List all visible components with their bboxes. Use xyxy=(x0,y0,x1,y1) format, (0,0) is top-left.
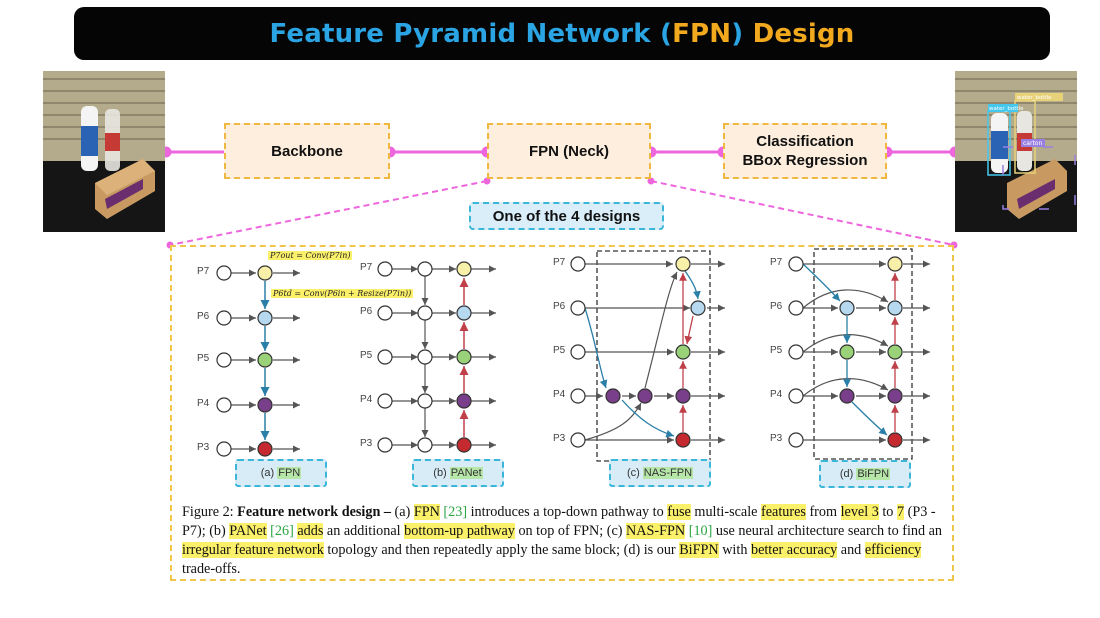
level-label-p3-c: P3 xyxy=(553,433,566,444)
caption-s10: with xyxy=(722,542,748,558)
level-label-p5-a: P5 xyxy=(197,353,210,364)
level-label-p6-b: P6 xyxy=(360,306,373,317)
neck-label: FPN (Neck) xyxy=(528,142,610,160)
caption-nasfpn: NAS-FPN xyxy=(626,523,686,539)
caption-figure: Figure 2: xyxy=(182,504,234,520)
caption-irregular: irregular feature network xyxy=(182,542,324,558)
head-box: Classification BBox Regression xyxy=(723,123,887,179)
level-label-p6-a: P6 xyxy=(197,311,210,322)
caption-seven: 7 xyxy=(896,504,905,520)
caption-fuse: fuse xyxy=(667,504,691,520)
caption-s12: trade-offs. xyxy=(182,561,241,577)
caption-bottomup: bottom-up pathway xyxy=(404,523,515,539)
level-label-p7-c: P7 xyxy=(553,257,566,268)
head-label-line1: Classification xyxy=(756,133,854,150)
page-title: Feature Pyramid Network (FPN) Design xyxy=(269,18,855,49)
caption-ref26: [26] xyxy=(270,523,294,539)
subfig-tag-bifpn: (d)BiFPN xyxy=(819,460,911,488)
input-image xyxy=(43,71,165,232)
detection-label-2: water_bottle xyxy=(1017,95,1052,101)
detection-label-1: water_bottle xyxy=(989,106,1024,112)
caption-s8: use neural architecture search to find a… xyxy=(715,523,943,539)
caption-s1: (a) xyxy=(394,504,411,520)
caption-s6: an additional xyxy=(326,523,401,539)
caption-s5: to xyxy=(882,504,894,520)
input-photo-illustration xyxy=(43,71,165,232)
subfig-name-panet: PANet xyxy=(449,467,483,479)
level-label-p4-d: P4 xyxy=(770,389,783,400)
formula-p6: P6td = Conv(P6in + Resize(P7in)) xyxy=(271,289,414,298)
nasfpn-graph xyxy=(570,250,725,462)
level-label-p3-d: P3 xyxy=(770,433,783,444)
subfig-letter-d: (d) xyxy=(839,468,854,480)
subfig-name-fpn: FPN xyxy=(277,467,302,479)
subfig-tag-nasfpn: (c)NAS-FPN xyxy=(609,459,711,487)
caption-s2: introduces a top-down pathway to xyxy=(470,504,664,520)
caption-bold: Feature network design – xyxy=(237,504,391,520)
bifpn-graph xyxy=(788,248,930,460)
figure-caption: Figure 2: Feature network design – (a) F… xyxy=(182,503,952,579)
caption-ref23: [23] xyxy=(443,504,468,520)
caption-ref10: [10] xyxy=(688,523,713,539)
caption-s9: topology and then repeatedly apply the s… xyxy=(327,542,676,558)
level-label-p6-c: P6 xyxy=(553,301,566,312)
subfig-name-nasfpn: NAS-FPN xyxy=(642,467,694,479)
designs-label: One of the 4 designs xyxy=(469,202,664,230)
caption-adds: adds xyxy=(297,523,324,539)
caption-s7: on top of FPN; (c) xyxy=(518,523,623,539)
caption-s3: multi-scale xyxy=(694,504,758,520)
caption-s11: and xyxy=(840,542,862,558)
level-label-p3-b: P3 xyxy=(360,438,373,449)
panet-graph xyxy=(377,261,496,453)
title-bar: Feature Pyramid Network (FPN) Design xyxy=(74,7,1050,60)
level-label-p4-b: P4 xyxy=(360,394,373,405)
output-image: water_bottle water_bottle carton xyxy=(955,71,1077,232)
caption-level3: level 3 xyxy=(840,504,879,520)
neck-box: FPN (Neck) xyxy=(487,123,651,179)
level-label-p5-c: P5 xyxy=(553,345,566,356)
backbone-label: Backbone xyxy=(271,142,343,160)
level-label-p7-a: P7 xyxy=(197,266,210,277)
backbone-box: Backbone xyxy=(224,123,390,179)
level-label-p7-d: P7 xyxy=(770,257,783,268)
output-photo-illustration: water_bottle water_bottle carton xyxy=(955,71,1077,232)
level-label-p4-a: P4 xyxy=(197,398,210,409)
subfig-tag-panet: (b)PANet xyxy=(412,459,504,487)
subfig-letter-c: (c) xyxy=(626,467,640,479)
fpn-graph xyxy=(216,265,300,457)
caption-better: better accuracy xyxy=(750,542,838,558)
caption-efficiency: efficiency xyxy=(864,542,922,558)
subfig-name-bifpn: BiFPN xyxy=(856,468,891,480)
level-label-p5-b: P5 xyxy=(360,350,373,361)
caption-s4: from xyxy=(809,504,838,520)
level-label-p3-a: P3 xyxy=(197,442,210,453)
level-label-p5-d: P5 xyxy=(770,345,783,356)
subfig-letter-a: (a) xyxy=(260,467,275,479)
designs-label-text: One of the 4 designs xyxy=(492,207,641,225)
level-label-p6-d: P6 xyxy=(770,301,783,312)
caption-fpn: FPN xyxy=(413,504,440,520)
detection-label-3: carton xyxy=(1023,140,1042,147)
caption-range: (P3 - P7); (b) xyxy=(182,504,936,539)
caption-features: features xyxy=(761,504,806,520)
subfig-letter-b: (b) xyxy=(433,467,447,479)
level-label-p4-c: P4 xyxy=(553,389,566,400)
formula-p7: P7out = Conv(P7in) xyxy=(268,251,353,260)
caption-bifpn: BiFPN xyxy=(679,542,719,558)
head-label-line2: BBox Regression xyxy=(742,152,868,169)
subfig-tag-fpn: (a)FPN xyxy=(235,459,327,487)
level-label-p7-b: P7 xyxy=(360,262,373,273)
caption-panet: PANet xyxy=(229,523,267,539)
